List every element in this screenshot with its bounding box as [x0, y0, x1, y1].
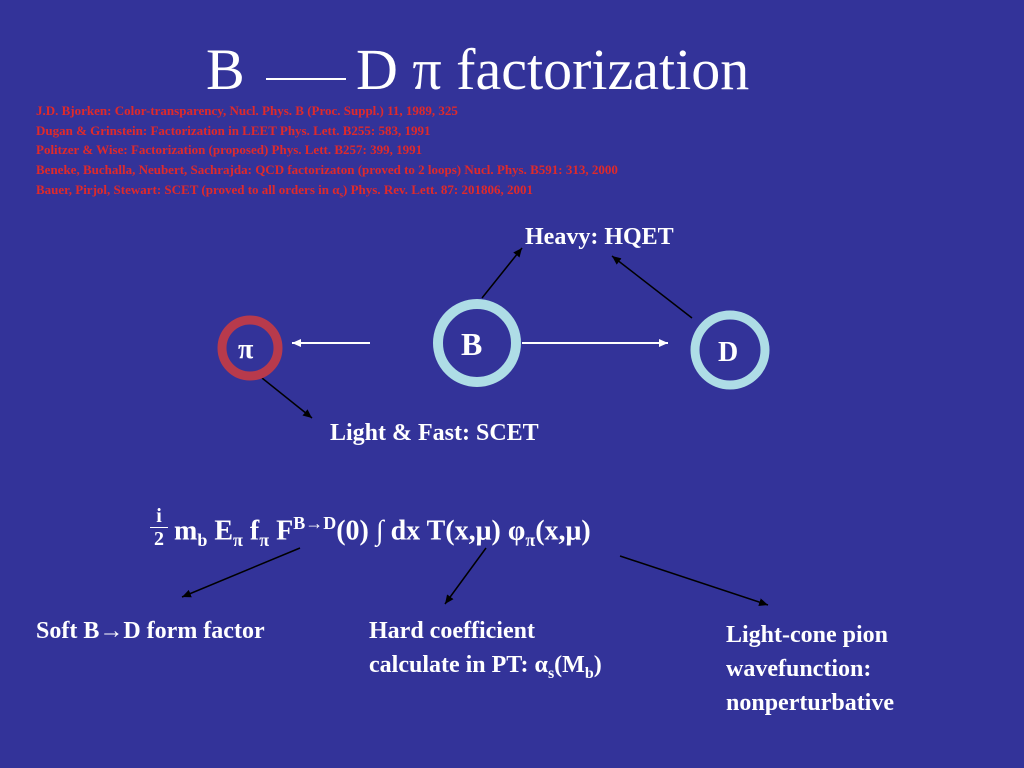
slide-title: B D π factorization: [0, 30, 1024, 110]
references-list: J.D. Bjorken: Color-transparency, Nucl. …: [36, 101, 936, 205]
node-b-label: B: [461, 326, 483, 362]
fraction-denominator: 2: [154, 528, 164, 550]
title-rest: D π factorization: [356, 37, 750, 102]
mass-close: ): [593, 652, 602, 678]
phi-symbol: φ: [507, 515, 526, 547]
arrow-d-to-heavy: [611, 255, 693, 319]
mass-open: (M: [554, 652, 585, 678]
alpha-symbol: α: [534, 652, 548, 678]
decay-constant-subscript: π: [259, 529, 270, 550]
alpha-subscript: s: [547, 664, 555, 682]
alpha-symbol: α: [332, 181, 340, 197]
hard-line-2-text: calculate in PT:: [369, 652, 535, 678]
lightcone-desc: Light-cone pion wavefunction: nonperturb…: [726, 618, 894, 720]
title-b: B: [206, 37, 245, 102]
reference-item: Bauer, Pirjol, Stewart: SCET (proved to …: [36, 180, 936, 205]
arrow-pi-to-light: [261, 377, 313, 419]
lightcone-line-2: wavefunction:: [726, 656, 872, 682]
b-ring: [433, 299, 521, 387]
node-d-label: D: [718, 337, 739, 368]
hard-line-2: calculate in PT: αs(Mb): [369, 648, 602, 691]
reference-item: J.D. Bjorken: Color-transparency, Nucl. …: [36, 103, 458, 118]
light-label: Light & Fast: SCET: [330, 420, 539, 446]
hard-line-1: Hard coefficient: [369, 618, 535, 644]
hard-kernel: dx T(x,μ): [390, 515, 501, 547]
integral-symbol: ∫: [375, 515, 384, 547]
reference-text: Bauer, Pirjol, Stewart: SCET (proved to …: [36, 181, 333, 197]
formula-body: mb Eπ fπ FB→D(0) ∫ dx T(x,μ) φπ(x,μ): [174, 513, 591, 551]
lightcone-line-1: Light-cone pion: [726, 622, 889, 648]
phi-subscript: π: [525, 529, 536, 550]
energy-subscript: π: [233, 529, 243, 550]
node-pi-label: π: [238, 334, 254, 365]
form-factor-symbol: F: [276, 515, 294, 547]
fraction: i 2: [150, 505, 168, 550]
reference-item: Politzer & Wise: Factorization (proposed…: [36, 142, 423, 158]
form-factor-superscript: B→D: [293, 513, 337, 533]
fraction-numerator: i: [150, 505, 168, 528]
arrow-to-hard: [444, 547, 487, 605]
d-ring: [690, 310, 770, 390]
lightcone-line-3: nonperturbative: [726, 690, 894, 716]
heavy-label: Heavy: HQET: [525, 224, 674, 250]
energy-symbol: E: [214, 515, 234, 547]
soft-form-factor-desc: Soft B→D form factor: [36, 618, 265, 644]
reference-text: ) Phys. Rev. Lett. 87: 201806, 2001: [343, 181, 533, 197]
hard-coefficient-desc: Hard coefficient calculate in PT: αs(Mb): [369, 614, 602, 691]
decay-constant-symbol: f: [249, 515, 260, 547]
phi-argument: (x,μ): [535, 515, 591, 547]
form-factor-argument: (0): [336, 515, 369, 547]
arrow-to-soft: [181, 547, 301, 598]
arrow-b-to-heavy: [481, 247, 523, 299]
pi-ring: [217, 315, 283, 381]
alpha-subscript: s: [339, 189, 344, 200]
arrow-to-lightcone: [619, 555, 769, 606]
mass-symbol: m: [174, 515, 198, 547]
title-arrow-line: [266, 78, 346, 80]
mass-subscript: b: [584, 664, 594, 682]
factorization-formula: i 2 mb Eπ fπ FB→D(0) ∫ dx T(x,μ) φπ(x,μ): [150, 505, 750, 565]
reference-item: Beneke, Buchalla, Neubert, Sachrajda: QC…: [36, 162, 618, 178]
mass-subscript: b: [197, 529, 208, 550]
reference-item: Dugan & Grinstein: Factorization in LEET…: [36, 122, 431, 138]
